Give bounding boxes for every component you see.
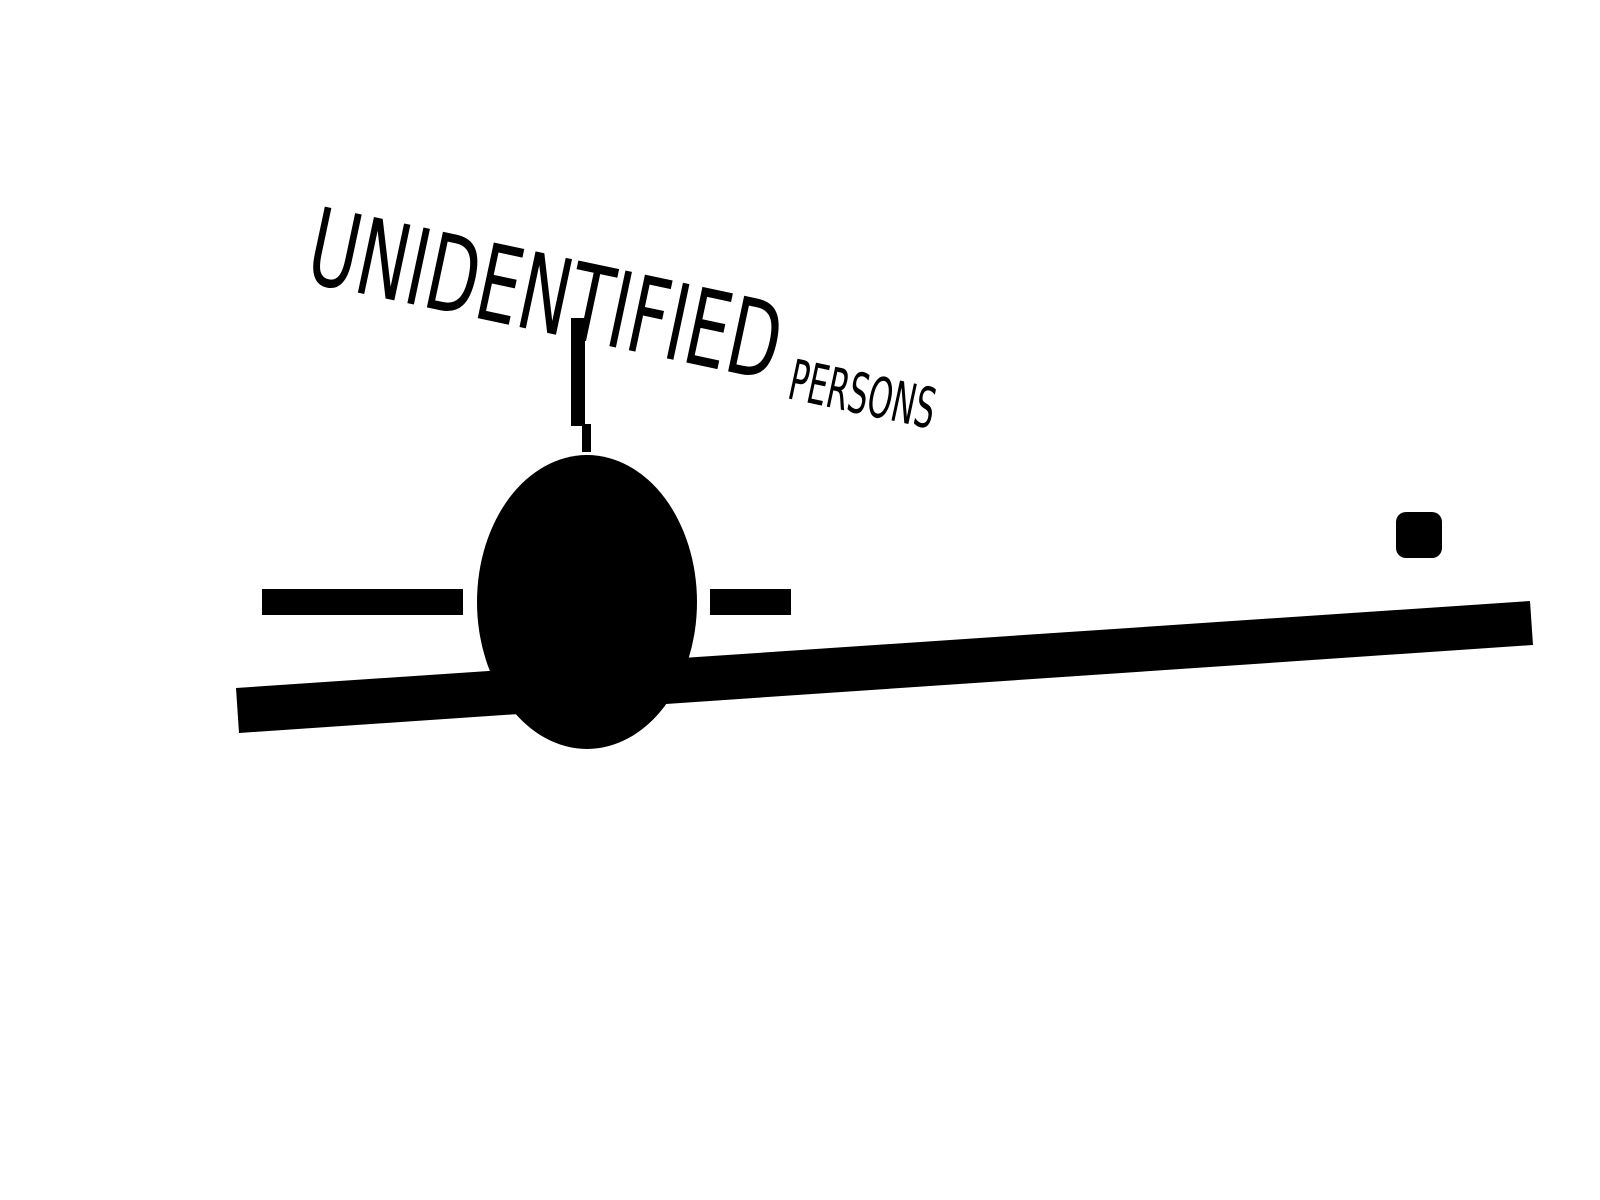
vertical-stem xyxy=(571,318,585,426)
small-rounded-square xyxy=(1396,512,1442,558)
right-dash xyxy=(710,589,791,615)
title-word-unidentified: UNIDENTIFIED xyxy=(298,185,793,405)
long-slanted-bar xyxy=(236,601,1533,733)
title-word-persons: PERSONS xyxy=(783,348,941,442)
stem-connector xyxy=(582,424,591,452)
left-dash xyxy=(262,589,463,615)
large-oval xyxy=(477,455,697,749)
